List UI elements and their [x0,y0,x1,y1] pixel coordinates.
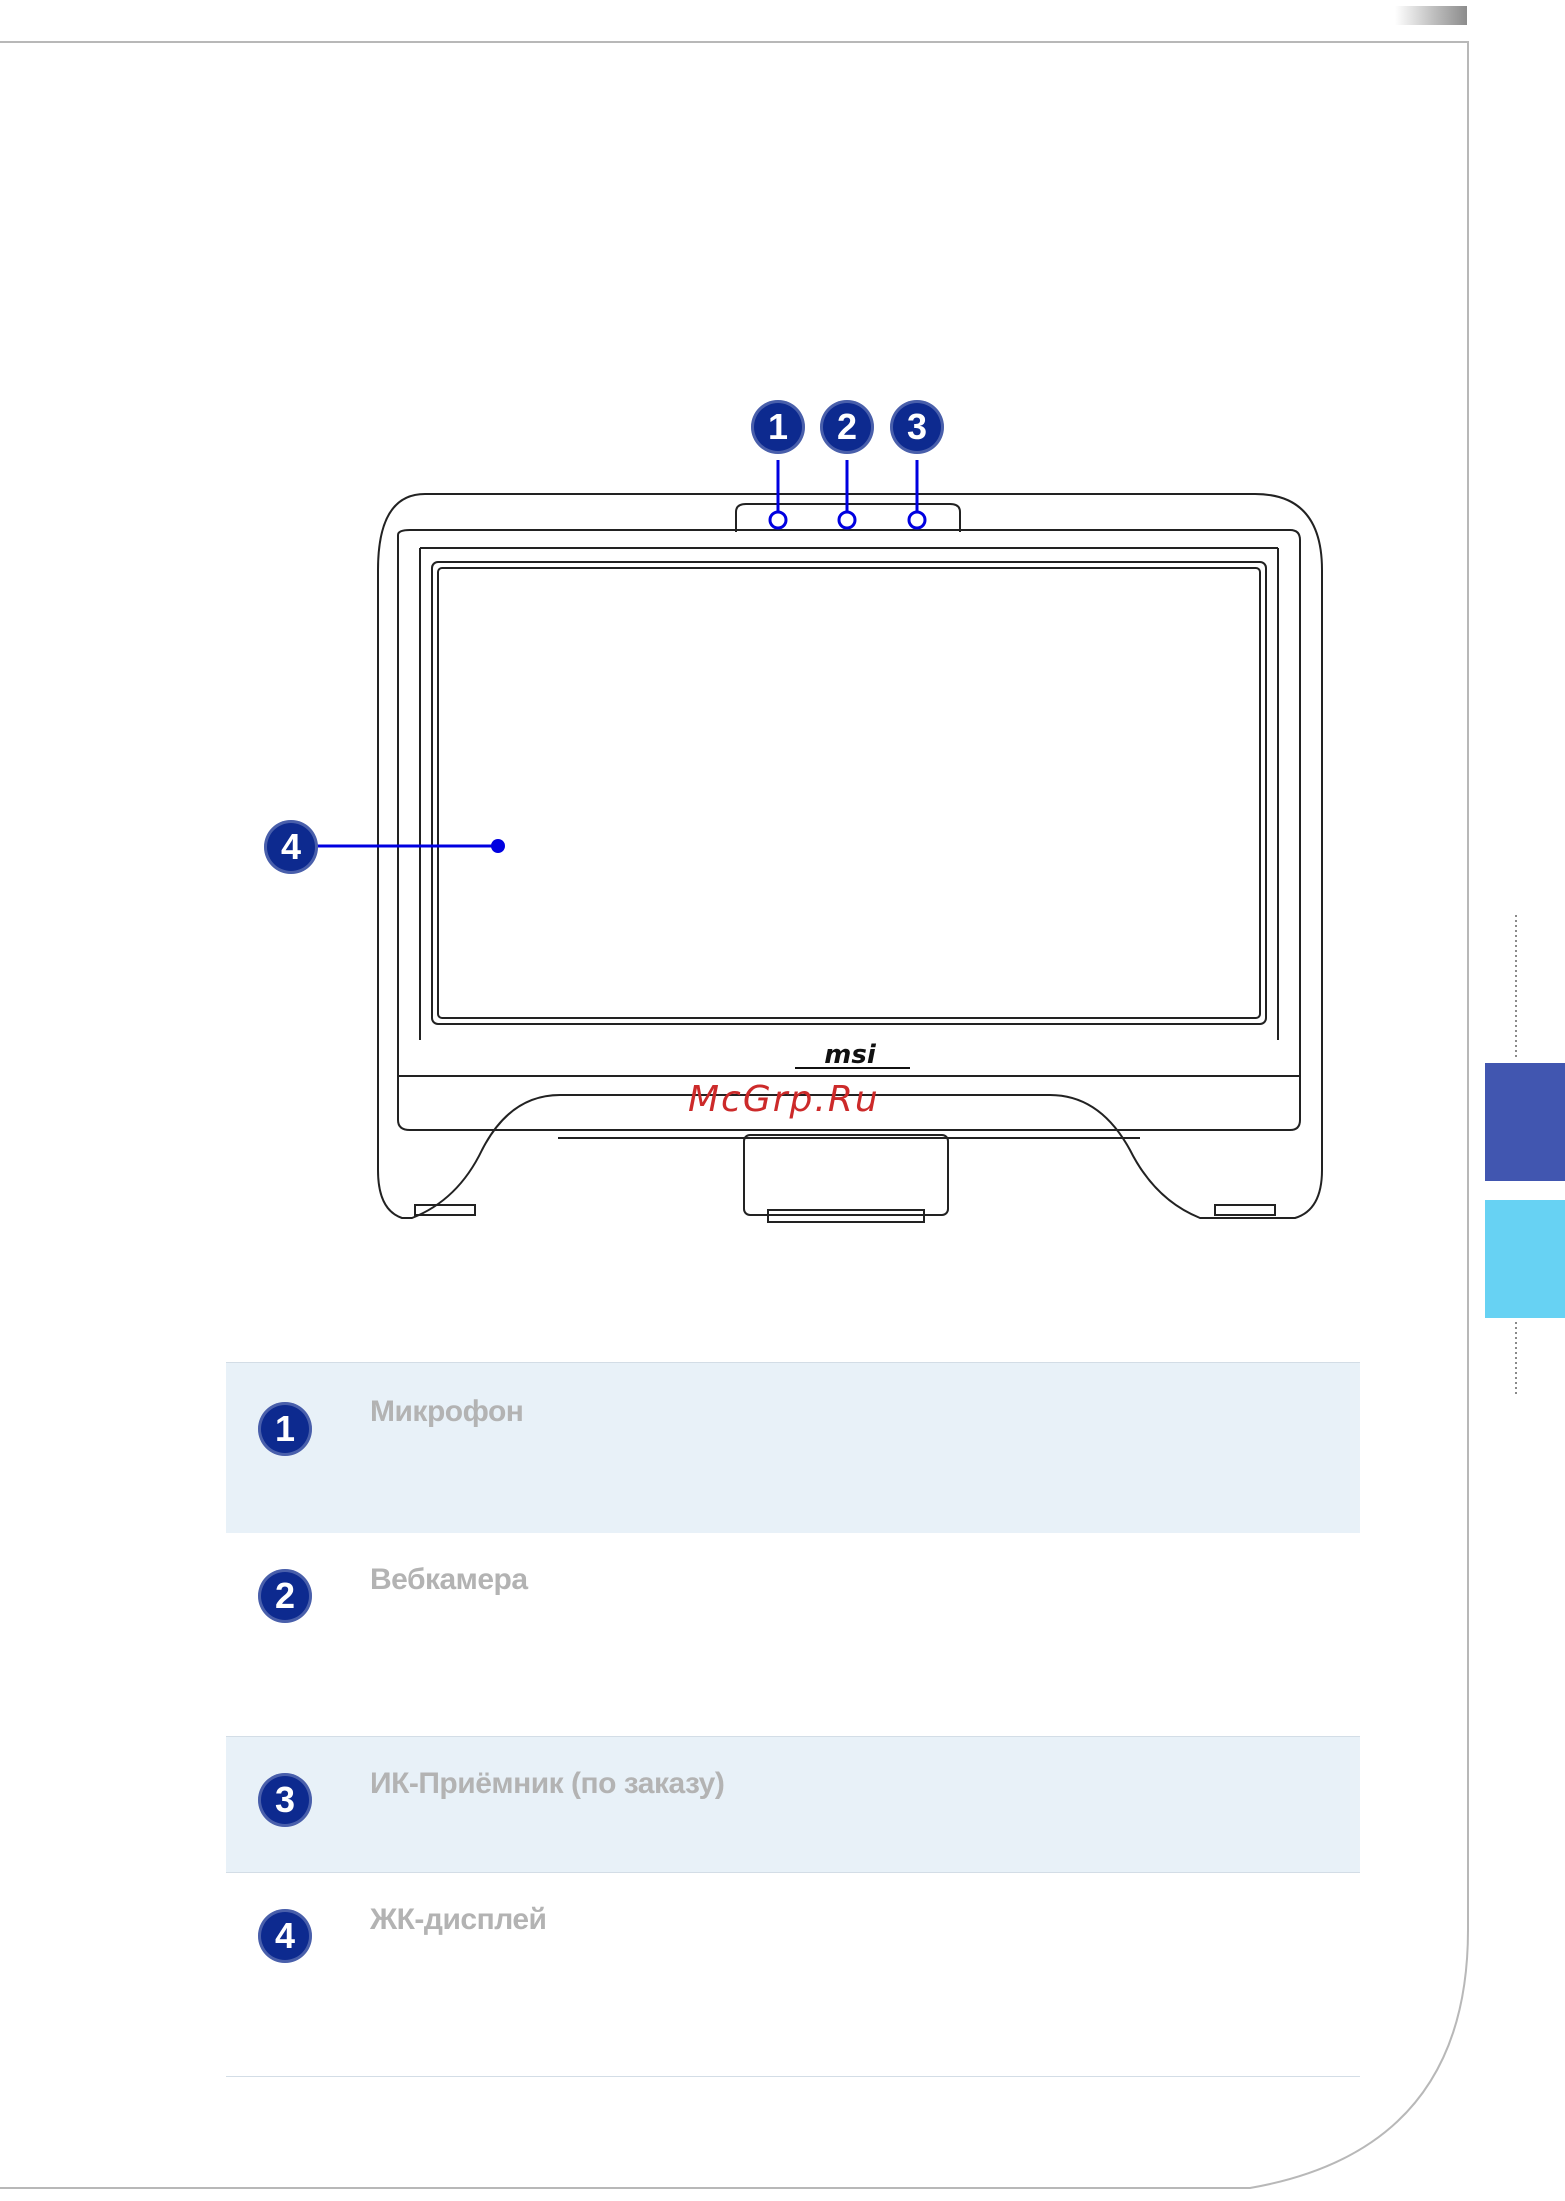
callout-badge-2: 2 [820,400,874,454]
callout-badge-1: 1 [751,400,805,454]
msi-logo: msi [824,1040,877,1070]
item-badge-1: 1 [258,1402,312,1456]
watermark-text: McGrp.Ru [688,1079,880,1120]
list-item: 3 ИК-Приёмник (по заказу) [226,1737,1360,1873]
item-badge-3: 3 [258,1773,312,1827]
callout-badge-4: 4 [264,820,318,874]
callout-badge-3: 3 [890,400,944,454]
item-badge-2: 2 [258,1569,312,1623]
item-label: Микрофон [370,1395,523,1429]
item-label: Вебкамера [370,1563,528,1597]
item-label: ЖК-дисплей [370,1903,547,1937]
section-tab-dark[interactable] [1485,1063,1565,1181]
list-item: 4 ЖК-дисплей [226,1873,1360,2077]
monitor-front-diagram: msi [250,390,1350,1260]
header-decor-bar [1395,6,1467,25]
list-item: 1 Микрофон [226,1362,1360,1534]
item-badge-4: 4 [258,1909,312,1963]
item-label: ИК-Приёмник (по заказу) [370,1767,724,1801]
section-tab-light[interactable] [1485,1200,1565,1318]
list-item: 2 Вебкамера [226,1533,1360,1737]
